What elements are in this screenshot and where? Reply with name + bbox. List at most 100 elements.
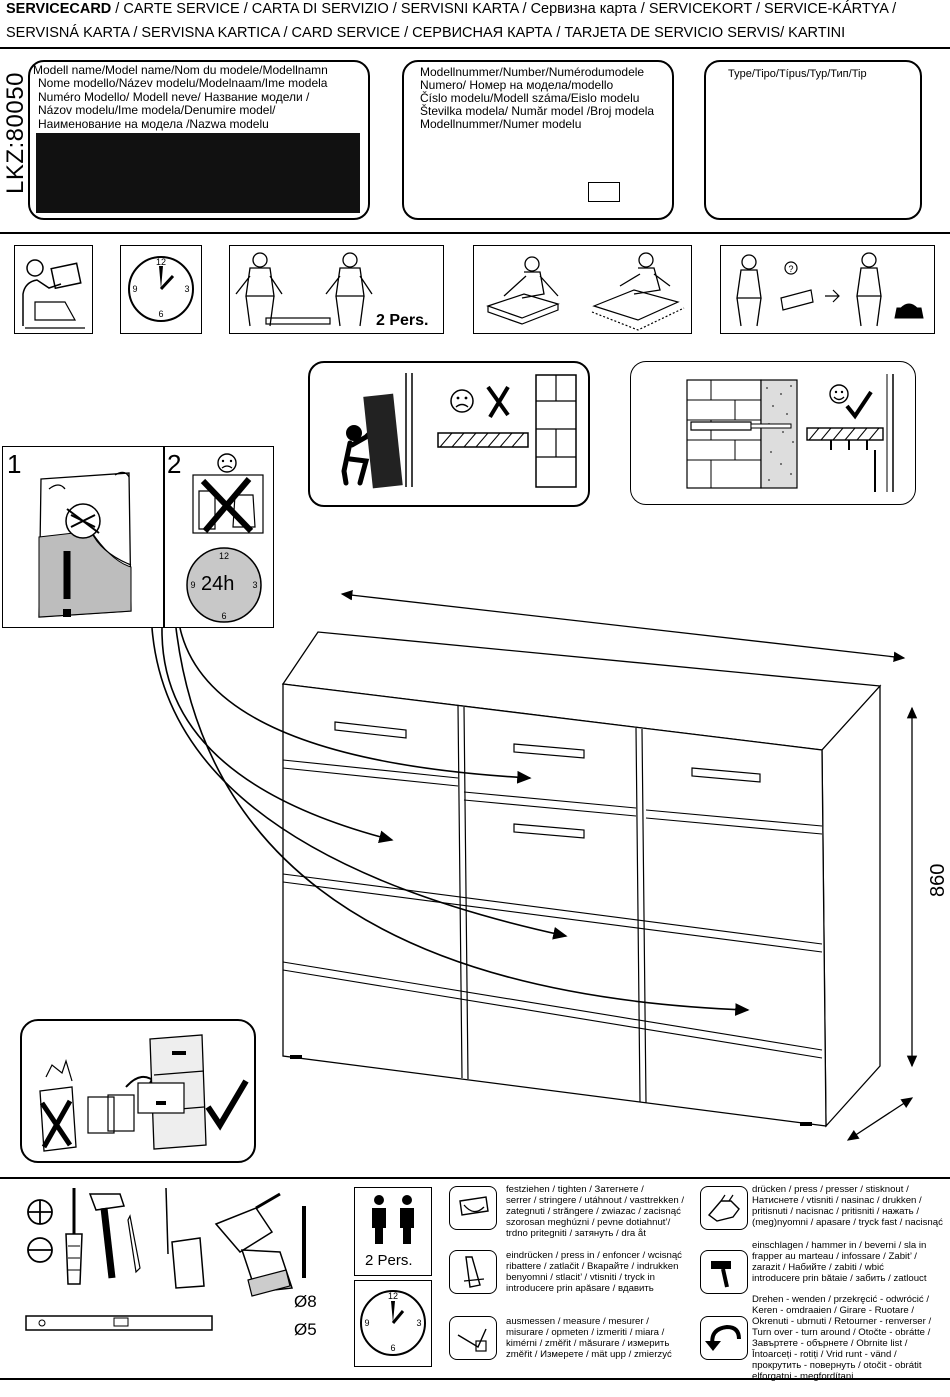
- footer-divider: [0, 1378, 950, 1380]
- two-persons-icon: [372, 1195, 414, 1244]
- turn-over-icon: [700, 1316, 748, 1360]
- press-in-line-1: eindrücken / press in / enfoncer / wcisn…: [506, 1250, 682, 1261]
- turn-over-text: Drehen - wenden / przekręcić - odwrócić …: [752, 1294, 931, 1382]
- two-persons-bottom-panel: 2 Pers.: [354, 1187, 432, 1276]
- tighten-text: festziehen / tighten / Затегнете / serre…: [506, 1184, 684, 1239]
- step-number-1: 1: [7, 449, 22, 479]
- no-chemicals-icon: [192, 453, 264, 534]
- model-number-line-4: Številka modela/ Număr model /Broj model…: [420, 104, 655, 118]
- persons-bottom-label: 2 Pers.: [365, 1252, 413, 1269]
- type-box: Type/Tipo/Típus/Typ/Тип/Tip: [704, 60, 922, 220]
- hammer-in-text: einschlagen / hammer in / beverni / sla …: [752, 1240, 927, 1284]
- header-line-1: SERVICECARD / CARTE SERVICE / CARTA DI S…: [6, 1, 896, 17]
- wait-24h-clock-icon: 12 3 6 9: [186, 547, 262, 623]
- svg-text:6: 6: [390, 1343, 395, 1353]
- header-divider: [0, 47, 950, 49]
- no-wall-fixing-panel: [308, 361, 590, 507]
- svg-text:9: 9: [364, 1318, 369, 1328]
- press-in-text: eindrücken / press in / enfoncer / wcisn…: [506, 1250, 682, 1294]
- measure-line-1: ausmessen / measure / mesurer /: [506, 1316, 649, 1327]
- info-divider: [0, 232, 950, 234]
- turn-over-line-7: прокрутить - повернуть / otočit - obráti…: [752, 1360, 922, 1371]
- care-panel: 1 2 12 3 6 9 24h: [2, 446, 274, 628]
- height-dimension-label: 860: [927, 863, 949, 897]
- model-name-line-5: Наименование на модела /Nazwa modelu: [38, 117, 269, 131]
- clock-icon: 12 3 6 9: [128, 256, 194, 322]
- persons-top-label: 2 Pers.: [376, 312, 429, 329]
- measure-line-2: misurare / opmeten / izmeriti / miara /: [506, 1327, 665, 1338]
- hours-label: 24h: [201, 573, 235, 595]
- measure-text: ausmessen / measure / mesurer / misurare…: [506, 1316, 672, 1360]
- drill-size-5: Ø5: [294, 1320, 317, 1339]
- tighten-line-5: trdno pritegniti / затянуть / dra åt: [506, 1228, 646, 1239]
- hammer-in-line-3: zarazit / Набийте / zabiti / wbić: [752, 1262, 884, 1273]
- unpack-on-carpet-icon: [486, 252, 685, 331]
- svg-text:9: 9: [132, 284, 137, 294]
- svg-text:9: 9: [190, 580, 195, 590]
- svg-text:12: 12: [156, 257, 166, 267]
- model-name-line-4: Názov modelu/Ime modela/Denumire model/: [38, 103, 276, 117]
- press-line-2: Натиснете / vtisniti / nasinac / drukken…: [752, 1195, 922, 1206]
- turn-over-line-4: Turn over - turn around / Otočte - obrát…: [752, 1327, 931, 1338]
- svg-text:3: 3: [184, 284, 189, 294]
- model-number-line-5: Modellnummer/Numer modelu: [420, 117, 582, 131]
- tipping-warning-icon: [341, 373, 577, 489]
- read-instructions-panel: [14, 245, 93, 334]
- type-label: Type/Tipo/Típus/Typ/Тип/Tip: [728, 68, 867, 80]
- servicecard-title: SERVICECARD: [6, 1, 112, 17]
- header-line-2: SERVISNÁ KARTA / SERVISNA KARTICA / CARD…: [6, 25, 846, 41]
- turn-over-line-8: elforgatni - megfordítani: [752, 1371, 854, 1382]
- time-bottom-panel: 12 3 6 9: [354, 1280, 432, 1367]
- model-number-field[interactable]: [588, 182, 620, 202]
- svg-text:3: 3: [252, 580, 257, 590]
- sideboard-drawing: [151, 590, 918, 1141]
- service-call-panel: ?: [720, 245, 935, 334]
- turn-over-line-5: Завъртете - обърнете / Obrnite list /: [752, 1338, 908, 1349]
- keep-instructions-panel: [20, 1019, 256, 1163]
- time-panel: 12 3 6 9: [120, 245, 202, 334]
- model-name-redaction: [36, 133, 360, 213]
- press-in-line-4: introducere prin apăsare / вдавить: [506, 1283, 654, 1294]
- svg-text:3: 3: [416, 1318, 421, 1328]
- press-in-icon: [449, 1250, 497, 1294]
- tools-icons: [25, 1188, 306, 1331]
- tools-divider: [0, 1177, 950, 1179]
- model-number-box: Modellnummer/Number/Numérodumodele Numer…: [402, 60, 674, 220]
- call-service-icon: ?: [736, 252, 924, 327]
- tighten-icon: [449, 1186, 497, 1230]
- svg-text:6: 6: [158, 309, 163, 319]
- step-number-2: 2: [167, 449, 182, 479]
- measure-line-3: kimérni / změřit / măsurare / измерить: [506, 1338, 670, 1349]
- care-panel-divider: [163, 447, 165, 627]
- two-workers-icon: [235, 252, 373, 327]
- tighten-line-1: festziehen / tighten / Затегнете /: [506, 1184, 644, 1195]
- unpack-panel: [473, 245, 692, 334]
- model-number-line-3: Číslo modelu/Modell száma/Eislo modelu: [420, 91, 640, 105]
- clock-bottom-icon: 12 3 6 9: [360, 1290, 426, 1356]
- wall-fixing-ok-panel: [630, 361, 916, 505]
- hammer-in-line-4: introducere prin bătaie / забить / zatlo…: [752, 1273, 927, 1284]
- press-in-line-2: ribattere / zatlačit / Вкарайте / indruk…: [506, 1261, 679, 1272]
- measure-line-4: změřit / Измерете / mät upp / zmierzyć: [506, 1349, 672, 1360]
- model-name-line-2: Nome modello/Název modelu/Modelnaam/Ime …: [38, 76, 328, 90]
- press-icon: [700, 1186, 748, 1230]
- tighten-line-2: serrer / stringere / utáhnout / vasttrek…: [506, 1195, 685, 1206]
- hammer-in-line-1: einschlagen / hammer in / beverni / sla …: [752, 1240, 927, 1251]
- model-name-box: Modell name/Model name/Nom du modele/Mod…: [28, 60, 370, 220]
- turn-over-line-3: Okrenuti - ubrnuti / Retourner - renvers…: [752, 1316, 932, 1327]
- file-cabinet-icon: [39, 1034, 249, 1152]
- model-name-line-3: Numéro Modello/ Modell neve/ Название мо…: [38, 90, 310, 104]
- model-number-line-1: Modellnummer/Number/Numérodumodele: [420, 65, 645, 79]
- turn-over-line-2: Keren - omdraaien / Girare - Ruotare /: [752, 1305, 915, 1316]
- turn-over-line-1: Drehen - wenden / przekręcić - odwrócić …: [752, 1294, 930, 1305]
- header-line-1-rest: / CARTE SERVICE / CARTA DI SERVIZIO / SE…: [111, 1, 897, 17]
- wall-anchor-icon: [686, 374, 894, 492]
- turn-over-line-6: Întoarceți - rotiți / Vrid runt - vänd /: [752, 1349, 897, 1360]
- tighten-line-3: zategnuti / străngere / zwiazac / zacisn…: [506, 1206, 681, 1217]
- tighten-line-4: szorosan meghúzni / pevne dotiahnut’/: [506, 1217, 671, 1228]
- svg-text:?: ?: [788, 264, 793, 274]
- press-line-3: pritisnuti / nacisnac / pritisniti / наж…: [752, 1206, 919, 1217]
- remove-film-icon: [38, 471, 132, 618]
- two-persons-panel: 2 Pers.: [229, 245, 444, 334]
- hammer-in-icon: [700, 1250, 748, 1294]
